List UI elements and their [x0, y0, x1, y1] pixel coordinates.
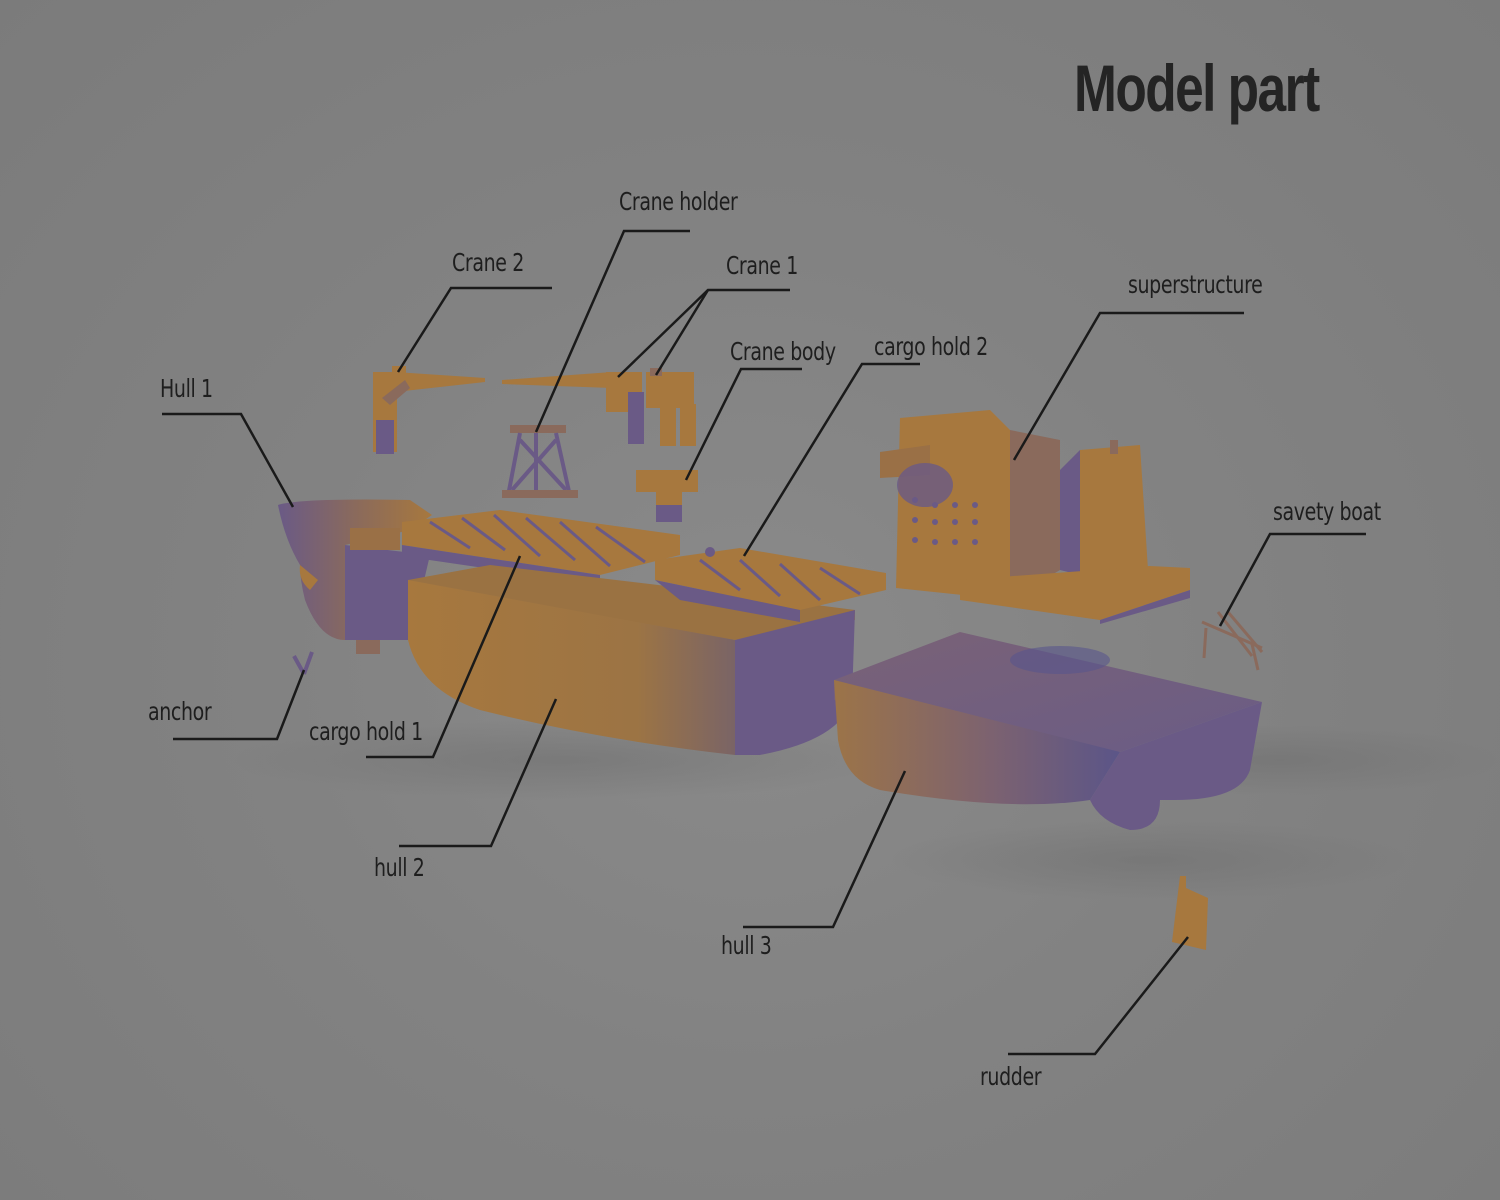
- label-crane-1: Crane 1: [726, 251, 798, 280]
- crane-1-part: [502, 368, 696, 446]
- cargo-hold-2-part: [655, 547, 886, 622]
- label-cargo-hold-2: cargo hold 2: [874, 332, 988, 361]
- label-crane-body: Crane body: [730, 337, 836, 366]
- label-cargo-hold-1: cargo hold 1: [309, 717, 423, 746]
- leader-line-anchor: [173, 669, 306, 741]
- crane-body-part: [636, 470, 698, 522]
- label-crane-2: Crane 2: [452, 248, 524, 277]
- label-savety-boat: savety boat: [1273, 497, 1381, 526]
- label-hull-3: hull 3: [721, 931, 772, 960]
- leader-line-hull-3: [743, 770, 907, 929]
- label-hull-1: Hull 1: [160, 374, 213, 403]
- crane-holder-part: [502, 425, 578, 498]
- leader-line-hull-2: [399, 698, 558, 848]
- label-anchor: anchor: [148, 697, 212, 726]
- ground-shadow: [890, 820, 1410, 900]
- leader-line-rudder: [1008, 936, 1189, 1056]
- page-title: Model part: [1074, 51, 1320, 125]
- leader-line-crane-1-b: [654, 289, 710, 376]
- label-crane-holder: Crane holder: [619, 187, 738, 216]
- leader-line-crane-holder: [534, 229, 690, 433]
- label-superstructure: superstructure: [1128, 270, 1263, 299]
- label-hull-2: hull 2: [374, 853, 425, 882]
- superstructure-part: [880, 410, 1190, 624]
- leader-line-cargo-hold-2: [742, 362, 920, 557]
- leader-line-savety-boat: [1218, 532, 1366, 627]
- leader-lines: [162, 229, 1366, 1056]
- label-rudder: rudder: [980, 1062, 1042, 1091]
- hull-3-part: [834, 632, 1262, 830]
- crane-2-part: [373, 366, 485, 454]
- leader-line-cargo-hold-1: [366, 555, 522, 759]
- leader-line-superstructure: [1012, 311, 1244, 461]
- leader-line-crane-2: [396, 286, 552, 373]
- leader-line-hull-1: [162, 412, 295, 508]
- savety-boat-part: [1201, 611, 1264, 671]
- rudder-part: [1172, 876, 1208, 950]
- leader-line-crane-body: [684, 367, 802, 481]
